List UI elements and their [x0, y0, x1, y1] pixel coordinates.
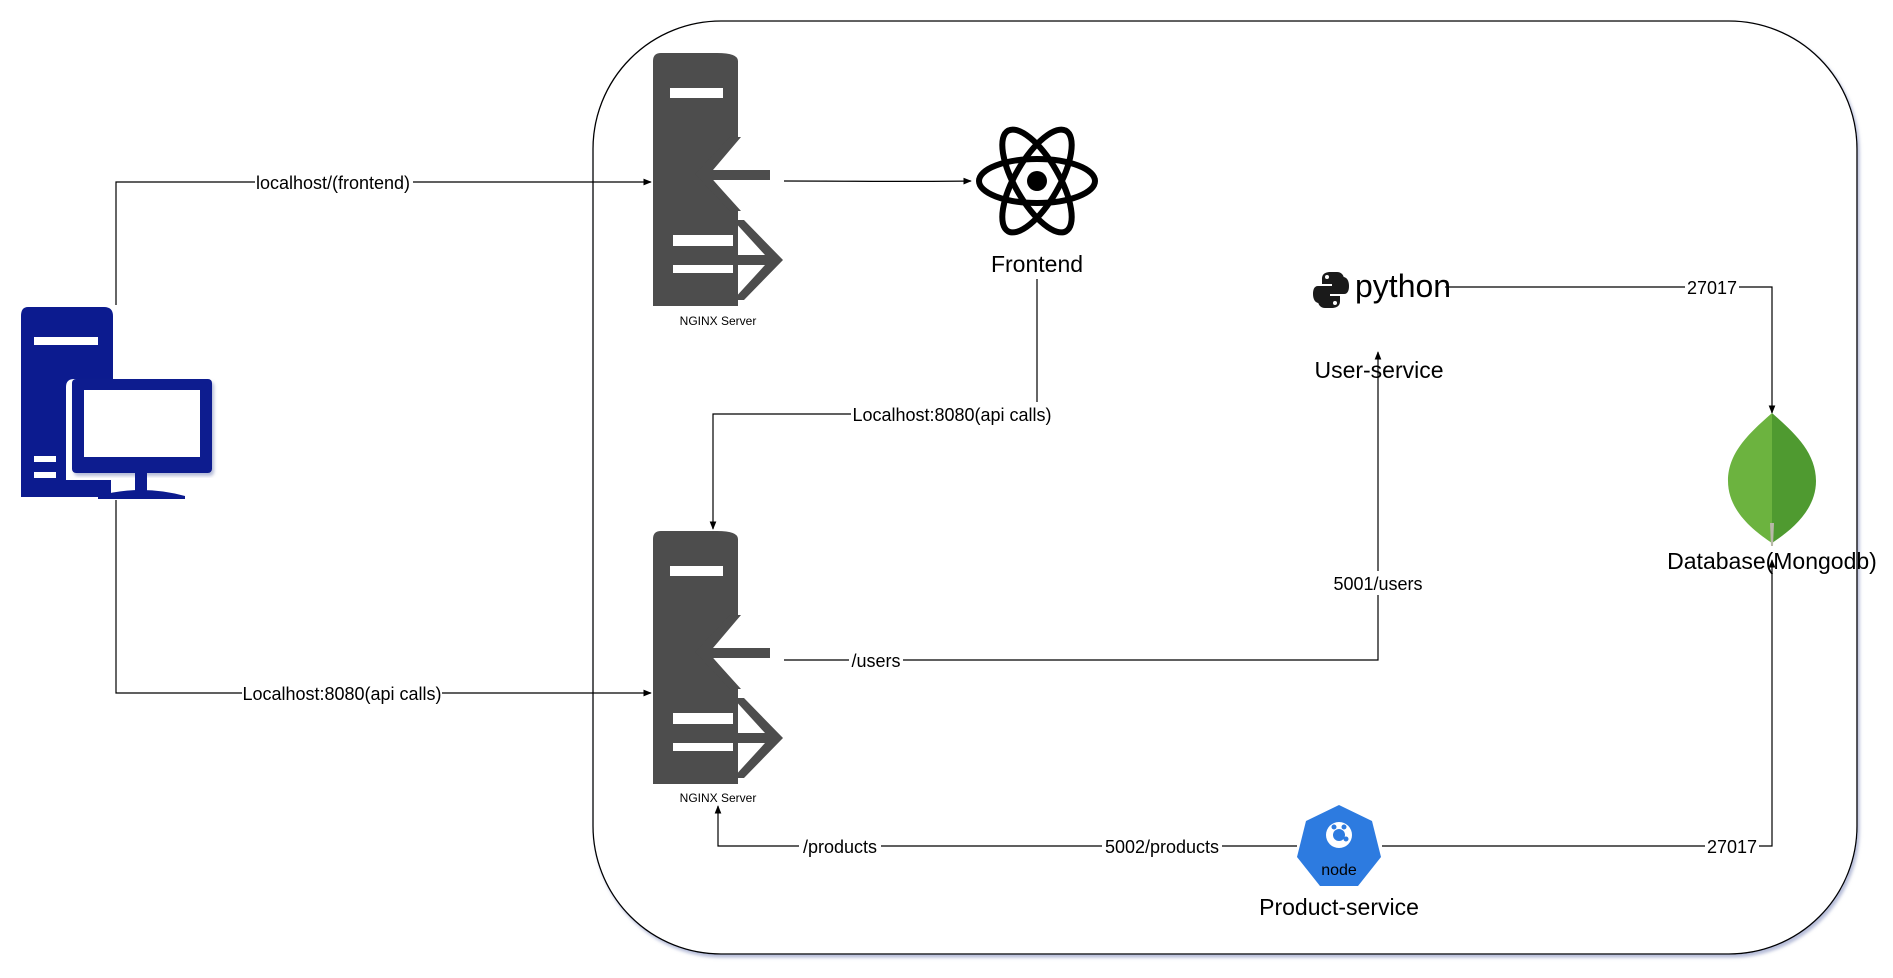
edge-api-to-users	[784, 351, 1382, 661]
edge-client-to-frontend	[115, 178, 652, 305]
edge-label-client-api: Localhost:8080(api calls)	[242, 681, 442, 705]
edge-client-to-api	[115, 500, 652, 697]
desktop-computer-icon	[21, 307, 212, 499]
nginx-top-label: NGINX Server	[680, 314, 757, 328]
database-label: Database(Mongodb)	[1667, 548, 1877, 574]
node-logo-text: node	[1321, 862, 1357, 879]
edge-node-to-db	[1382, 559, 1776, 847]
python-logo-icon	[1313, 272, 1349, 308]
svg-text:Localhost:8080(api calls): Localhost:8080(api calls)	[242, 684, 441, 704]
mongodb-leaf-icon	[1728, 413, 1816, 546]
server-proxy-icon	[653, 531, 783, 784]
edge-label-client-frontend: localhost/(frontend)	[255, 170, 413, 194]
python-logo-text: python	[1355, 268, 1451, 304]
system-boundary	[592, 20, 1858, 955]
svg-text:/products: /products	[803, 837, 877, 857]
server-proxy-icon	[653, 53, 783, 306]
react-atom-icon	[976, 126, 1098, 236]
edge-python-to-db	[1445, 286, 1776, 414]
user-service-label: User-service	[1314, 357, 1443, 383]
nginx-bottom-label: NGINX Server	[680, 791, 757, 805]
edge-label-users-port: 5001/users	[1328, 571, 1428, 595]
svg-text:27017: 27017	[1687, 278, 1737, 298]
edge-label-python-db: 27017	[1685, 275, 1739, 299]
edge-label-api-users: /users	[849, 648, 903, 672]
svg-text:27017: 27017	[1707, 837, 1757, 857]
product-service-label: Product-service	[1259, 894, 1419, 920]
edge-label-node-db: 27017	[1705, 834, 1759, 858]
edge-label-products-port: 5002/products	[1102, 834, 1222, 858]
edge-label-api-products: /products	[799, 834, 881, 858]
svg-text:Localhost:8080(api calls): Localhost:8080(api calls)	[852, 405, 1051, 425]
edge-label-frontend-api: Localhost:8080(api calls)	[851, 402, 1053, 426]
frontend-label: Frontend	[991, 251, 1083, 277]
node-hexagon-icon	[1297, 805, 1381, 886]
svg-text:localhost/(frontend): localhost/(frontend)	[256, 173, 410, 193]
svg-text:5001/users: 5001/users	[1333, 574, 1422, 594]
svg-text:/users: /users	[851, 651, 900, 671]
svg-text:5002/products: 5002/products	[1105, 837, 1219, 857]
